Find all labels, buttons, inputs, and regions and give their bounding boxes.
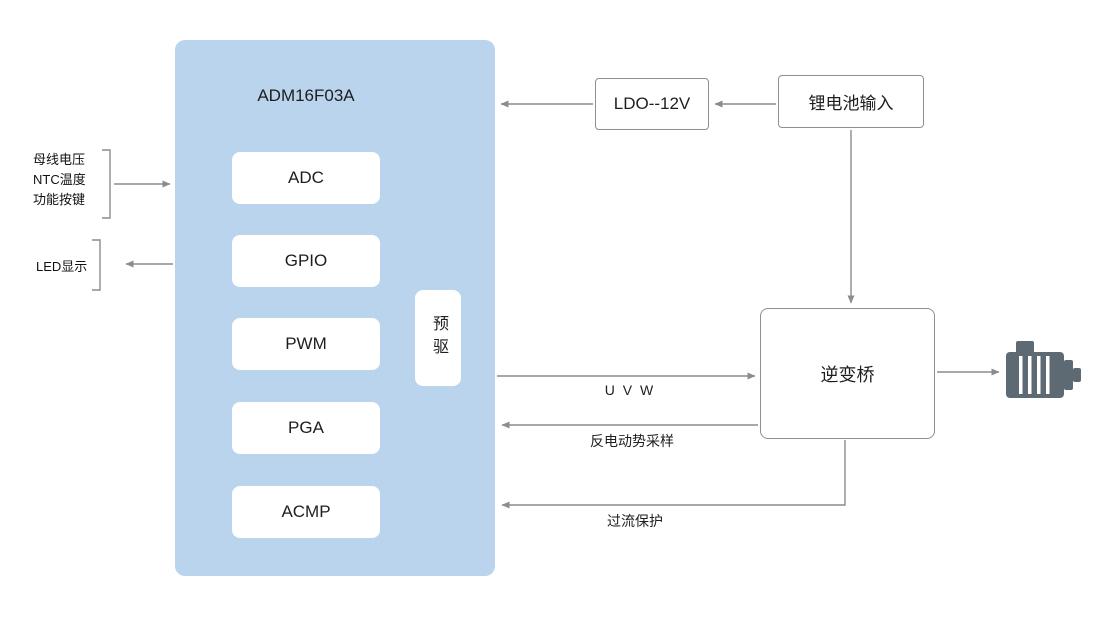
bracket-analog-inputs: [102, 149, 111, 219]
inverter-bridge-box: 逆变桥: [760, 308, 935, 439]
led-display-label: LED显示: [36, 259, 88, 274]
back-emf-sampling-label: 反电动势采样: [590, 433, 674, 449]
chip-block-pga: PGA: [232, 402, 380, 454]
chip-block-predriver: 预驱: [415, 290, 461, 386]
overcurrent-protection-label: 过流保护: [607, 513, 663, 529]
ldo-box: LDO--12V: [595, 78, 709, 130]
motor-icon: [1006, 341, 1081, 398]
chip-block-adc: ADC: [232, 152, 380, 204]
bracket-led-display: [92, 239, 101, 291]
chip-title: ADM16F03A: [257, 86, 355, 105]
analog-inputs-label: 母线电压 NTC温度 功能按键: [33, 150, 86, 210]
input-line-ntc-temp: NTC温度: [33, 172, 86, 187]
input-line-bus-voltage: 母线电压: [33, 152, 86, 167]
uvw-signal-label: U V W: [604, 382, 656, 398]
chip-block-gpio: GPIO: [232, 235, 380, 287]
chip-block-pwm: PWM: [232, 318, 380, 370]
predriver-label: 预驱: [430, 315, 447, 361]
input-line-func-keys: 功能按键: [33, 192, 86, 207]
chip-block-acmp: ACMP: [232, 486, 380, 538]
battery-input-box: 锂电池输入: [778, 75, 924, 128]
